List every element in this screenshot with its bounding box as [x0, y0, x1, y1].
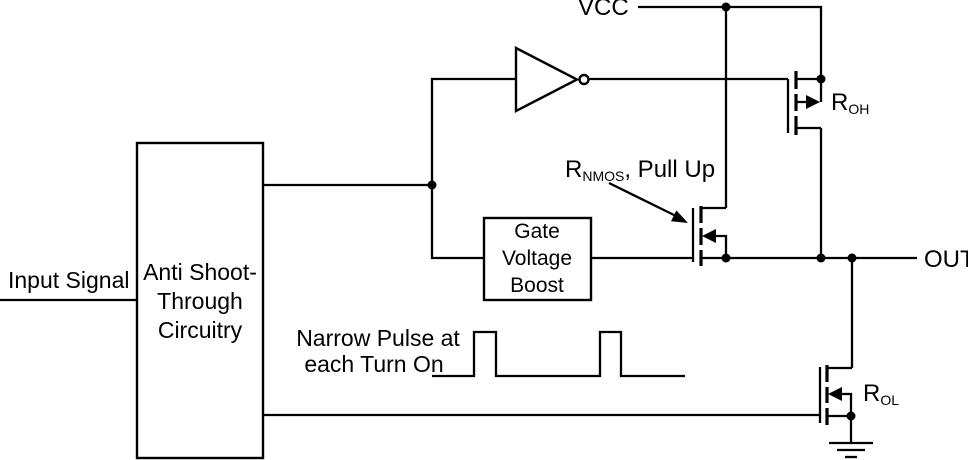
junction-dot	[816, 74, 826, 84]
anti-shoot-through-box	[135, 141, 265, 460]
rnmos-label-base: R	[565, 156, 582, 183]
rnmos-label-rest: , Pull Up	[624, 156, 715, 183]
annotation-arrow-line	[608, 181, 677, 218]
junction-dot	[847, 253, 857, 263]
rnmos-label-sub: NMOS	[582, 168, 624, 184]
roh-label: ROH	[831, 89, 869, 117]
rol-bulk-tie	[842, 392, 853, 416]
annotation-arrowhead-icon	[671, 210, 688, 223]
rnmos-nmos-arrow	[702, 229, 716, 243]
nmos-pullup-transistor-icon	[691, 206, 728, 266]
rol-label-sub: OL	[880, 392, 899, 408]
pulse-note-label: Narrow Pulse at each Turn On	[296, 325, 460, 377]
vcc-label: VCC	[578, 0, 629, 21]
pulse-note-line2: each Turn On	[304, 351, 443, 377]
gate-voltage-boost-box	[482, 216, 593, 302]
gate-boost-label-line1: Gate	[514, 220, 560, 243]
junction-dot	[816, 253, 826, 263]
junction-dot	[721, 2, 731, 12]
junction-dot	[721, 253, 731, 263]
rol-label-base: R	[863, 380, 880, 407]
ground-icon	[829, 416, 873, 459]
anti-shoot-through-label: Anti Shoot- Through Circuitry	[143, 259, 257, 343]
junction-dot	[427, 180, 437, 190]
roh-label-base: R	[831, 89, 848, 116]
gate-boost-label-line2: Voltage	[502, 247, 572, 270]
pmos-roh-transistor-icon	[786, 71, 823, 135]
input-signal-label: Input Signal	[8, 267, 129, 293]
junction-dots	[427, 2, 857, 421]
nmos-rol-transistor-icon	[818, 365, 853, 425]
wires	[0, 5, 917, 417]
gate-boost-label-line3: Boost	[510, 274, 564, 297]
split-junction-wire	[430, 77, 516, 260]
roh-label-sub: OH	[848, 101, 869, 117]
anti-shoot-label-line1: Anti Shoot-	[143, 259, 257, 285]
anti-shoot-label-line2: Through	[157, 288, 243, 314]
anti-shoot-label-line3: Circuitry	[158, 317, 243, 343]
rnmos-annotation-arrow	[608, 181, 688, 223]
inverter-triangle	[514, 46, 580, 113]
rnmos-label: RNMOS, Pull Up	[565, 156, 715, 184]
vcc-rail-wire	[638, 5, 823, 79]
narrow-pulse-waveform	[432, 330, 685, 378]
pulse-note-line1: Narrow Pulse at	[296, 325, 460, 351]
rol-nmos-arrow	[828, 387, 842, 401]
inverter-bubble	[578, 73, 590, 86]
junction-dot	[846, 411, 856, 421]
inverter-gate-icon	[514, 46, 590, 113]
roh-pmos-arrow	[806, 95, 820, 109]
gate-voltage-boost-label: Gate Voltage Boost	[502, 220, 572, 297]
rol-label: ROL	[863, 380, 899, 408]
out-label: OUT	[924, 246, 968, 273]
rnmos-bulk-tie	[716, 234, 728, 258]
